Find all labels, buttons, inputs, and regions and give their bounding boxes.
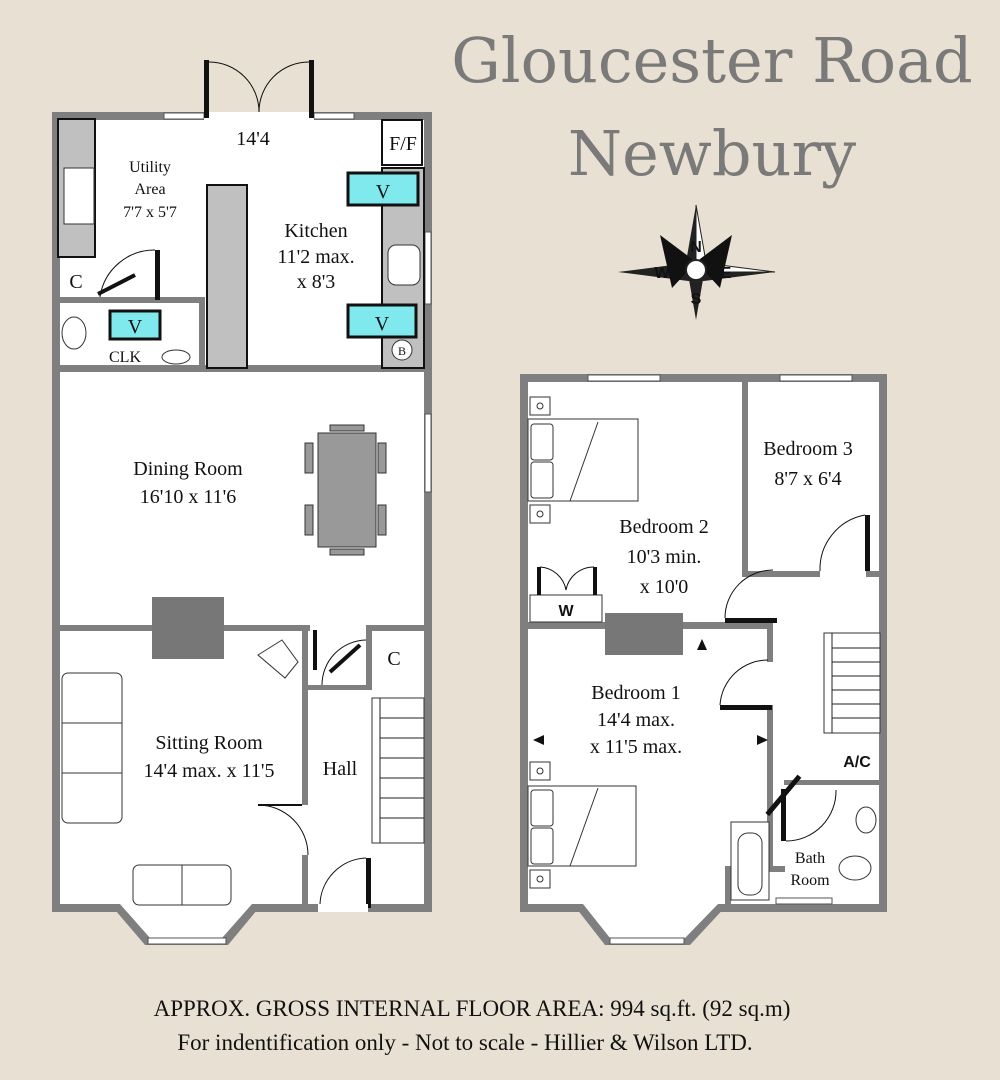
sink-icon (387, 244, 421, 286)
utility-dims: 7'7 x 5'7 (123, 204, 177, 221)
basin-icon (855, 806, 877, 834)
dining-room-dims: 16'10 x 11'6 (140, 486, 236, 508)
basin-icon (161, 349, 191, 365)
v-label: V (375, 313, 390, 335)
compass-rose-icon: N E S W (618, 204, 776, 320)
kitchen-island (206, 184, 248, 369)
hall-cupboard-label: C (387, 648, 400, 670)
compass-w: W (654, 265, 670, 282)
v-label: V (128, 316, 143, 338)
compass-n: N (690, 239, 702, 256)
kitchen-dims-2: x 8'3 (297, 271, 336, 293)
lamp-icon (257, 639, 299, 679)
title-line2: Newbury (568, 117, 856, 190)
utility-label-2: Area (134, 181, 165, 198)
vent-kitchen-top: V (346, 171, 420, 207)
bathroom-label-2: Room (790, 872, 830, 889)
kitchen-dims-1: 11'2 max. (277, 246, 354, 268)
bedroom1-dims-2: x 11'5 max. (590, 736, 682, 758)
sitting-room-dims: 14'4 max. x 11'5 (144, 760, 275, 782)
clk-label: CLK (109, 349, 141, 366)
bedroom1-dims-1: 14'4 max. (597, 709, 675, 731)
boiler-label: B (398, 344, 406, 358)
kitchen-label: Kitchen (284, 220, 347, 242)
dining-table-icon (304, 424, 387, 556)
floor-area-text: APPROX. GROSS INTERNAL FLOOR AREA: 994 s… (154, 996, 791, 1021)
stairs-icon (371, 697, 425, 844)
sofa-icon (61, 672, 232, 906)
bedroom2-dims-2: x 10'0 (640, 576, 689, 598)
bedroom3-dims: 8'7 x 6'4 (774, 468, 841, 490)
bedroom1-label: Bedroom 1 (591, 682, 680, 704)
toilet-icon (838, 855, 872, 881)
vent-kitchen-bottom: V (346, 303, 418, 339)
dining-room-label: Dining Room (133, 458, 243, 480)
bed-icon (527, 396, 639, 524)
v-label: V (376, 181, 391, 203)
stairs-icon (823, 632, 881, 734)
title-line1: Gloucester Road (451, 24, 972, 97)
ground-floor: F/F B V V V C (52, 60, 432, 945)
bath-icon (730, 821, 770, 901)
sitting-room-label: Sitting Room (155, 732, 263, 754)
bedroom3-label: Bedroom 3 (763, 438, 852, 460)
bedroom2-dims-1: 10'3 min. (627, 546, 702, 568)
fridge-freezer-label: F/F (389, 133, 417, 155)
wardrobe-label: W (558, 603, 574, 620)
disclaimer-text: For indentification only - Not to scale … (177, 1030, 752, 1055)
toilet-icon (61, 316, 87, 350)
utility-cupboard-label: C (69, 271, 82, 293)
compass-e: E (721, 265, 732, 282)
hall-label: Hall (323, 758, 358, 780)
bathroom-label-1: Bath (795, 850, 825, 867)
utility-label-1: Utility (129, 159, 171, 176)
bedroom2-label: Bedroom 2 (619, 516, 708, 538)
bed-icon (527, 761, 637, 889)
compass-s: S (691, 291, 702, 308)
boiler-icon (391, 339, 413, 361)
first-floor: W (520, 374, 887, 945)
airing-cupboard-label: A/C (843, 754, 871, 771)
kitchen-width-label: 14'4 (236, 128, 270, 150)
vent-clk: V (108, 309, 162, 341)
